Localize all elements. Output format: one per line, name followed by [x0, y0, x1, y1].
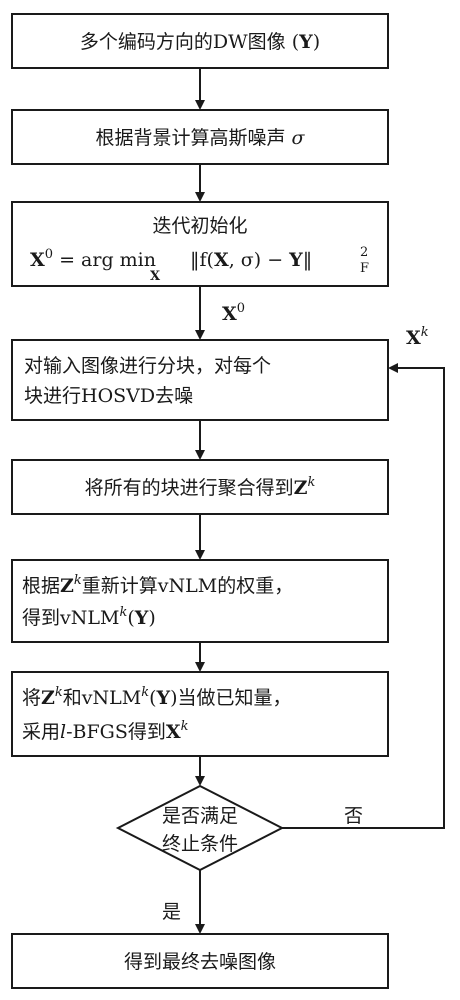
node-hosvd-line2: 块进行HOSVD去噪	[24, 385, 193, 407]
node-lbfgs-line1: 将Zk和vNLMk(Y)当做已知量，	[22, 685, 292, 709]
decision-line1: 是否满足	[162, 805, 238, 827]
node-initialization: 迭代初始化 X0 = arg min X ‖f(X, σ) − Y‖ 2 F	[11, 201, 389, 287]
init-formula-lhs: X0 = arg min	[30, 247, 156, 271]
init-formula-sup: 2	[360, 245, 368, 260]
node-noise-estimate: 根据背景计算高斯噪声 σ	[11, 109, 389, 165]
node-vnlm-weights: 根据Zk重新计算vNLM的权重， 得到vNLMk(Y)	[11, 559, 389, 643]
node-aggregate-label: 将所有的块进行聚合得到Zk	[85, 475, 316, 499]
init-formula-norm: ‖f(X, σ) − Y‖	[190, 249, 312, 271]
node-dw-images: 多个编码方向的DW图像 (Y)	[11, 13, 389, 69]
node-lbfgs-line2: 采用l-BFGS得到Xk	[22, 719, 189, 743]
node-lbfgs: 将Zk和vNLMk(Y)当做已知量， 采用l-BFGS得到Xk	[11, 671, 389, 757]
init-formula-argmin-sub: X	[150, 269, 161, 284]
node-aggregate: 将所有的块进行聚合得到Zk	[11, 459, 389, 515]
init-formula-sub-f: F	[360, 261, 369, 276]
node-hosvd-denoise: 对输入图像进行分块，对每个 块进行HOSVD去噪	[11, 339, 389, 421]
edge-label-no: 否	[344, 805, 363, 827]
node-termination-check: 是否满足 终止条件	[115, 784, 285, 872]
decision-line2: 终止条件	[162, 833, 238, 855]
arrow-decision-no-loop	[282, 363, 445, 829]
node-vnlm-line1: 根据Zk重新计算vNLM的权重，	[22, 573, 293, 597]
node-final-result: 得到最终去噪图像	[11, 933, 389, 989]
edge-label-yes: 是	[162, 901, 181, 923]
node-dw-images-label: 多个编码方向的DW图像 (Y)	[80, 31, 320, 53]
node-final-label: 得到最终去噪图像	[124, 951, 276, 973]
node-initialization-title: 迭代初始化	[152, 215, 247, 237]
edge-label-x0: X0	[222, 301, 245, 325]
node-hosvd-line1: 对输入图像进行分块，对每个	[24, 355, 271, 377]
node-noise-estimate-label: 根据背景计算高斯噪声 σ	[95, 127, 305, 149]
node-vnlm-line2: 得到vNLMk(Y)	[22, 605, 156, 629]
edge-label-xk: Xk	[406, 325, 429, 349]
